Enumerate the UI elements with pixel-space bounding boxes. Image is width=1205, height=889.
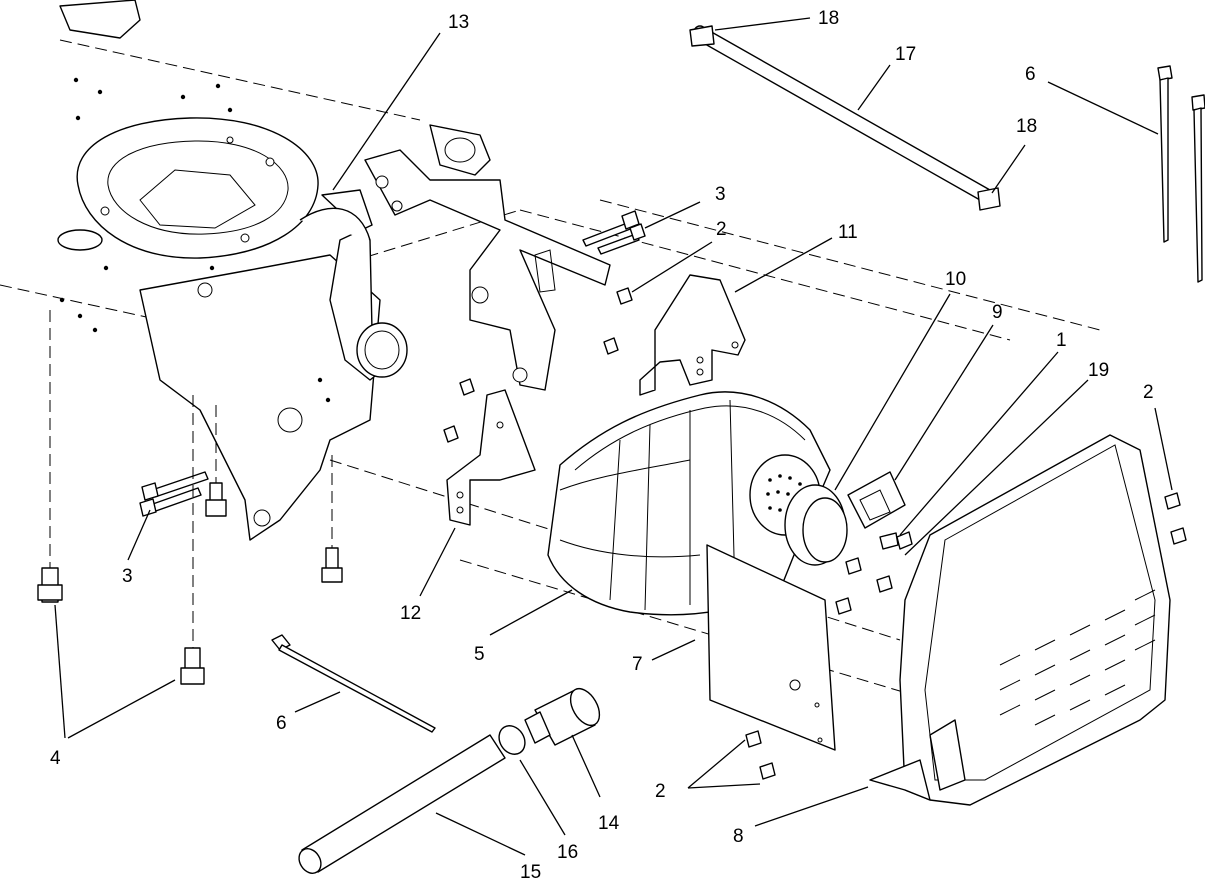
callout-4: 4 [50,748,61,769]
muffler [547,391,831,616]
callout-12: 12 [400,603,421,624]
arrestor-screws [835,531,913,615]
cable-tie-left [271,634,436,733]
callout-11: 11 [838,222,858,243]
callout-3-top: 3 [715,184,726,205]
callout-17: 17 [895,44,916,65]
callout-1: 1 [1056,330,1067,351]
cable-ties-right [1157,65,1205,283]
callout-labels: 13 18 17 18 6 3 2 11 10 9 1 19 2 3 12 5 … [50,8,1154,883]
callout-13: 13 [448,12,469,33]
callout-5: 5 [474,644,485,665]
exhaust-pipe [299,124,491,381]
callout-2-top: 2 [716,219,727,240]
frame-bracket [364,149,611,391]
callout-8: 8 [733,826,744,847]
hose-clamp-lower [498,725,526,755]
guard-vent-slots [999,589,1156,726]
callout-14: 14 [598,813,620,834]
muffler-bracket-upper [639,274,746,396]
spark-arrestor [784,471,906,566]
callout-19: 19 [1088,360,1109,381]
callout-2-right: 2 [1143,382,1154,403]
flange-bolts-left [139,471,209,517]
leader-lines [54,17,1173,856]
bracket-screws [443,287,633,443]
drain-hose-lower [298,734,506,874]
callout-18-right: 18 [1016,116,1037,137]
drain-hose-upper [692,25,991,201]
callout-10: 10 [945,269,966,290]
callout-9: 9 [992,302,1003,323]
callout-15: 15 [520,862,541,883]
callout-6-left: 6 [276,713,287,734]
flange-bolts-top [582,210,646,255]
callout-3-left: 3 [122,566,133,587]
plate-screws [745,730,776,780]
callout-18-top: 18 [818,8,839,29]
frame-holes [59,77,331,403]
callout-7: 7 [632,654,643,675]
callout-6-right: 6 [1025,64,1036,85]
muffler-guard [869,434,1171,806]
callout-2-bottom: 2 [655,781,666,802]
frame-assembly [0,0,1101,701]
heat-shield-plate [706,544,836,751]
callout-16: 16 [557,842,578,863]
muffler-bracket-lower [446,389,536,526]
frame-bolts [37,310,343,685]
guard-screws [1164,492,1187,545]
hose-clamps-upper [689,25,1001,211]
drain-valve [524,687,601,746]
deck-mount-plate [76,117,319,259]
